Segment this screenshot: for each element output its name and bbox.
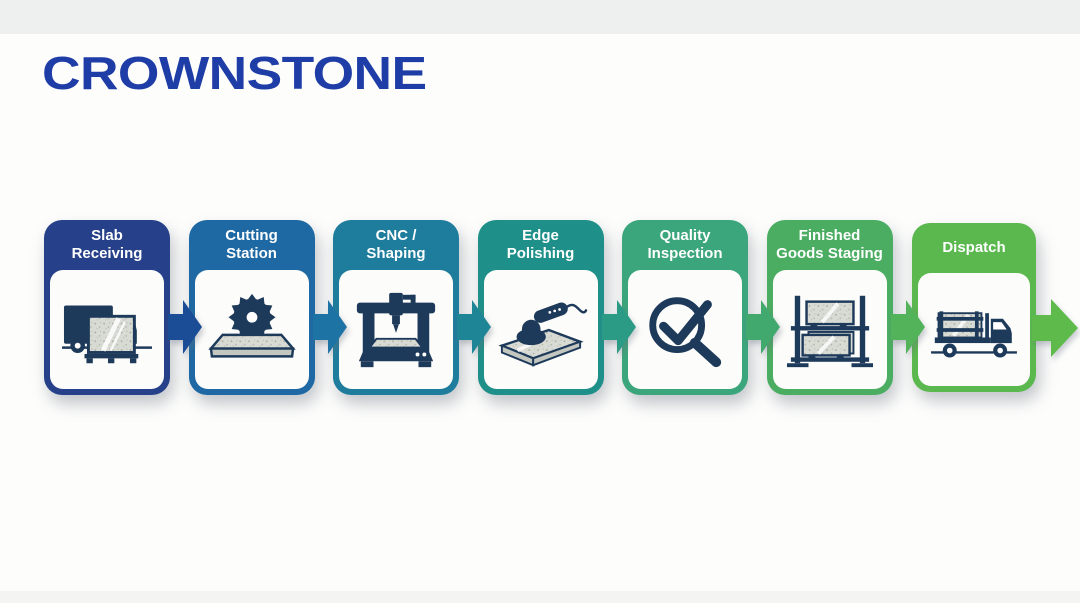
step-icon-panel <box>918 273 1030 386</box>
step-icon-panel <box>194 270 309 389</box>
flow-arrow-4 <box>601 300 636 354</box>
step-icon-panel <box>628 270 742 389</box>
flow-arrow-3 <box>457 300 491 354</box>
flow-arrow-5 <box>746 300 780 354</box>
brand-logo: CROWNSTONE <box>42 47 427 99</box>
flow-arrow-2 <box>312 300 347 354</box>
step-header-label: Finished Goods Staging <box>776 226 883 262</box>
circular-saw-icon <box>207 293 296 358</box>
step-card-slab-receiving: Slab Receiving <box>44 220 170 395</box>
step-header-label: Edge Polishing <box>506 226 575 262</box>
flow-arrow-1 <box>168 300 202 354</box>
magnifier-check-icon <box>649 296 722 367</box>
slab-rack-icon <box>786 295 873 367</box>
step-header-label: Slab Receiving <box>71 226 143 262</box>
delivery-truck-icon <box>62 305 152 363</box>
step-header-label: Cutting Station <box>225 226 278 262</box>
step-icon-panel <box>339 270 453 389</box>
step-card-cnc-shaping: CNC / Shaping <box>333 220 459 395</box>
step-card-dispatch: Dispatch <box>912 223 1036 392</box>
step-card-finished-goods-staging: Finished Goods Staging <box>766 220 893 395</box>
flow-arrow-6 <box>890 300 925 354</box>
step-header-label: Dispatch <box>942 238 1006 256</box>
step-icon-panel <box>483 270 598 389</box>
top-band <box>0 0 1080 34</box>
flow-arrow-final <box>1032 299 1078 357</box>
cnc-machine-icon <box>356 292 436 367</box>
step-header-label: CNC / Shaping <box>366 226 426 262</box>
bottom-band <box>0 591 1080 603</box>
step-card-edge-polishing: Edge Polishing <box>477 220 604 395</box>
step-header-label: Quality Inspection <box>647 226 723 262</box>
step-card-quality-inspection: Quality Inspection <box>622 220 748 395</box>
step-card-cutting-station: Cutting Station <box>188 220 315 395</box>
edge-polisher-icon <box>497 302 587 367</box>
step-icon-panel <box>772 270 887 389</box>
step-icon-panel <box>50 270 164 389</box>
flatbed-truck-icon <box>931 310 1017 358</box>
